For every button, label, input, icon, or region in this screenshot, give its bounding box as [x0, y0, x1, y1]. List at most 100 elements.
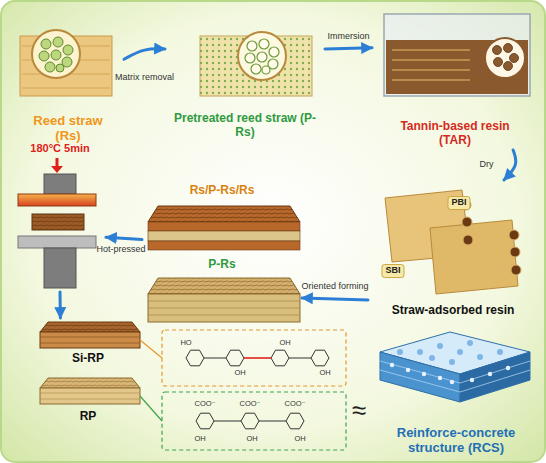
resin-tank-picture	[494, 58, 503, 67]
node-caption: Tannin-based resin (TAR)	[391, 120, 519, 148]
sandwich-stack-picture	[148, 222, 300, 231]
reinforced-concrete-picture	[467, 340, 473, 346]
reed-straw-picture	[39, 51, 49, 61]
pretreated-straw-picture	[200, 36, 312, 96]
straw-adsorbed-picture	[510, 247, 520, 257]
tannin-structure-box	[204, 358, 311, 359]
node-caption: Straw-adsorbed resin	[392, 304, 515, 318]
step-label: Hot-pressed	[96, 245, 145, 255]
node-caption: RP	[80, 410, 97, 424]
pectin-structure-box	[162, 392, 346, 450]
resin-tank-picture	[386, 40, 528, 94]
hot-press-picture	[18, 158, 96, 288]
interface-tag: PBI	[447, 196, 470, 210]
process-arrow	[124, 49, 165, 59]
concrete-analogy-node: Reinforce-concrete structure (RCS)	[372, 326, 540, 458]
reinforced-concrete-picture	[380, 352, 460, 402]
rp-panel-picture	[40, 378, 140, 388]
reed-straw-picture	[20, 30, 112, 96]
reinforced-concrete-picture	[397, 349, 403, 355]
reed-straw-picture	[41, 39, 51, 49]
pretreated-straw-picture	[245, 39, 279, 74]
pretreated-straw-picture	[259, 39, 269, 49]
reed-straw-node: Reed straw (Rs)	[12, 22, 124, 146]
reinforced-concrete-picture	[460, 352, 530, 402]
reed-straw-picture	[56, 64, 64, 72]
node-caption: Pretreated reed straw (P-Rs)	[170, 112, 320, 140]
reed-straw-picture	[51, 50, 61, 60]
pectin-structure-box	[196, 413, 304, 429]
reinforced-concrete-picture	[470, 378, 474, 382]
rp-panel-picture	[40, 378, 140, 388]
step-label: Dry	[480, 160, 494, 170]
si-rp-panel-picture	[40, 322, 140, 348]
pretreated-stack-picture	[148, 278, 300, 322]
hot-press-picture	[44, 248, 76, 288]
atom-label: OH	[279, 339, 290, 347]
tannin-structure-box	[226, 350, 244, 366]
atom-label: OH	[194, 435, 205, 443]
reed-straw-picture	[39, 37, 73, 72]
resin-tank-picture	[504, 62, 513, 71]
straw-adsorbed-picture	[385, 190, 521, 294]
pretreated-straw-picture	[200, 36, 312, 96]
sandwich-stack-node: Rs/P-Rs/Rs	[142, 182, 302, 254]
process-arrow	[106, 237, 142, 239]
pectin-structure-box	[286, 413, 304, 429]
pretreated-straw-picture	[251, 64, 261, 74]
process-arrow	[325, 48, 372, 49]
step-label: Immersion	[327, 32, 369, 42]
resin-tank-picture	[392, 50, 470, 80]
pretreated-straw-picture	[247, 41, 257, 51]
approx-symbol: ≈	[352, 396, 366, 425]
process-arrow	[302, 298, 368, 300]
reinforced-concrete-picture	[477, 354, 483, 360]
sandwich-stack-picture	[148, 206, 300, 222]
straw-adsorbed-picture	[430, 220, 518, 294]
atom-label: OH	[319, 369, 330, 377]
tannin-structure-box	[271, 350, 289, 366]
sandwich-stack-picture	[148, 206, 300, 222]
reed-straw-picture	[45, 62, 55, 72]
reinforced-concrete-picture	[380, 332, 530, 402]
tannin-structure-box	[244, 357, 271, 359]
reinforced-concrete-picture	[438, 376, 442, 380]
pretreated-straw-picture	[262, 66, 270, 74]
pretreated-straw-picture	[269, 47, 279, 57]
hot-press-picture	[51, 166, 63, 173]
reinforced-concrete-picture	[390, 363, 510, 384]
tannin-structure-box	[162, 330, 346, 386]
reinforced-concrete-picture	[488, 372, 492, 376]
resin-tank-picture	[493, 46, 502, 55]
pectin-structure-box	[196, 413, 214, 429]
straw-adsorbed-picture	[509, 230, 519, 240]
resin-tank-picture	[384, 14, 530, 96]
reinforced-concrete-picture	[449, 359, 455, 365]
pretreated-stack-picture	[148, 301, 300, 315]
atom-label: COO⁻	[284, 400, 305, 408]
pretreated-stack-picture	[148, 278, 300, 294]
reinforced-concrete-picture	[437, 343, 443, 349]
sandwich-stack-picture	[148, 231, 300, 241]
hot-press-picture	[32, 214, 84, 230]
pectin-structure-box	[162, 392, 346, 450]
atom-label: OH	[234, 369, 245, 377]
reinforced-concrete-picture	[497, 349, 503, 355]
reinforced-concrete-picture	[390, 363, 394, 367]
reinforced-concrete-picture	[422, 372, 426, 376]
straw-adsorbed-picture	[461, 200, 521, 275]
sandwich-stack-picture	[148, 206, 300, 250]
sandwich-stack-picture	[148, 241, 300, 250]
hot-press-picture	[18, 194, 96, 206]
interface-tag: SBI	[381, 264, 404, 278]
reinforced-concrete-picture	[450, 380, 454, 384]
pretreated-straw-picture	[257, 52, 267, 62]
node-caption: Reinforce-concrete structure (RCS)	[386, 426, 526, 456]
atom-label: COO⁻	[239, 400, 260, 408]
si-rp-panel-picture	[40, 322, 140, 332]
pretreated-straw-picture	[200, 32, 312, 96]
node-caption: Rs/P-Rs/Rs	[190, 184, 255, 198]
